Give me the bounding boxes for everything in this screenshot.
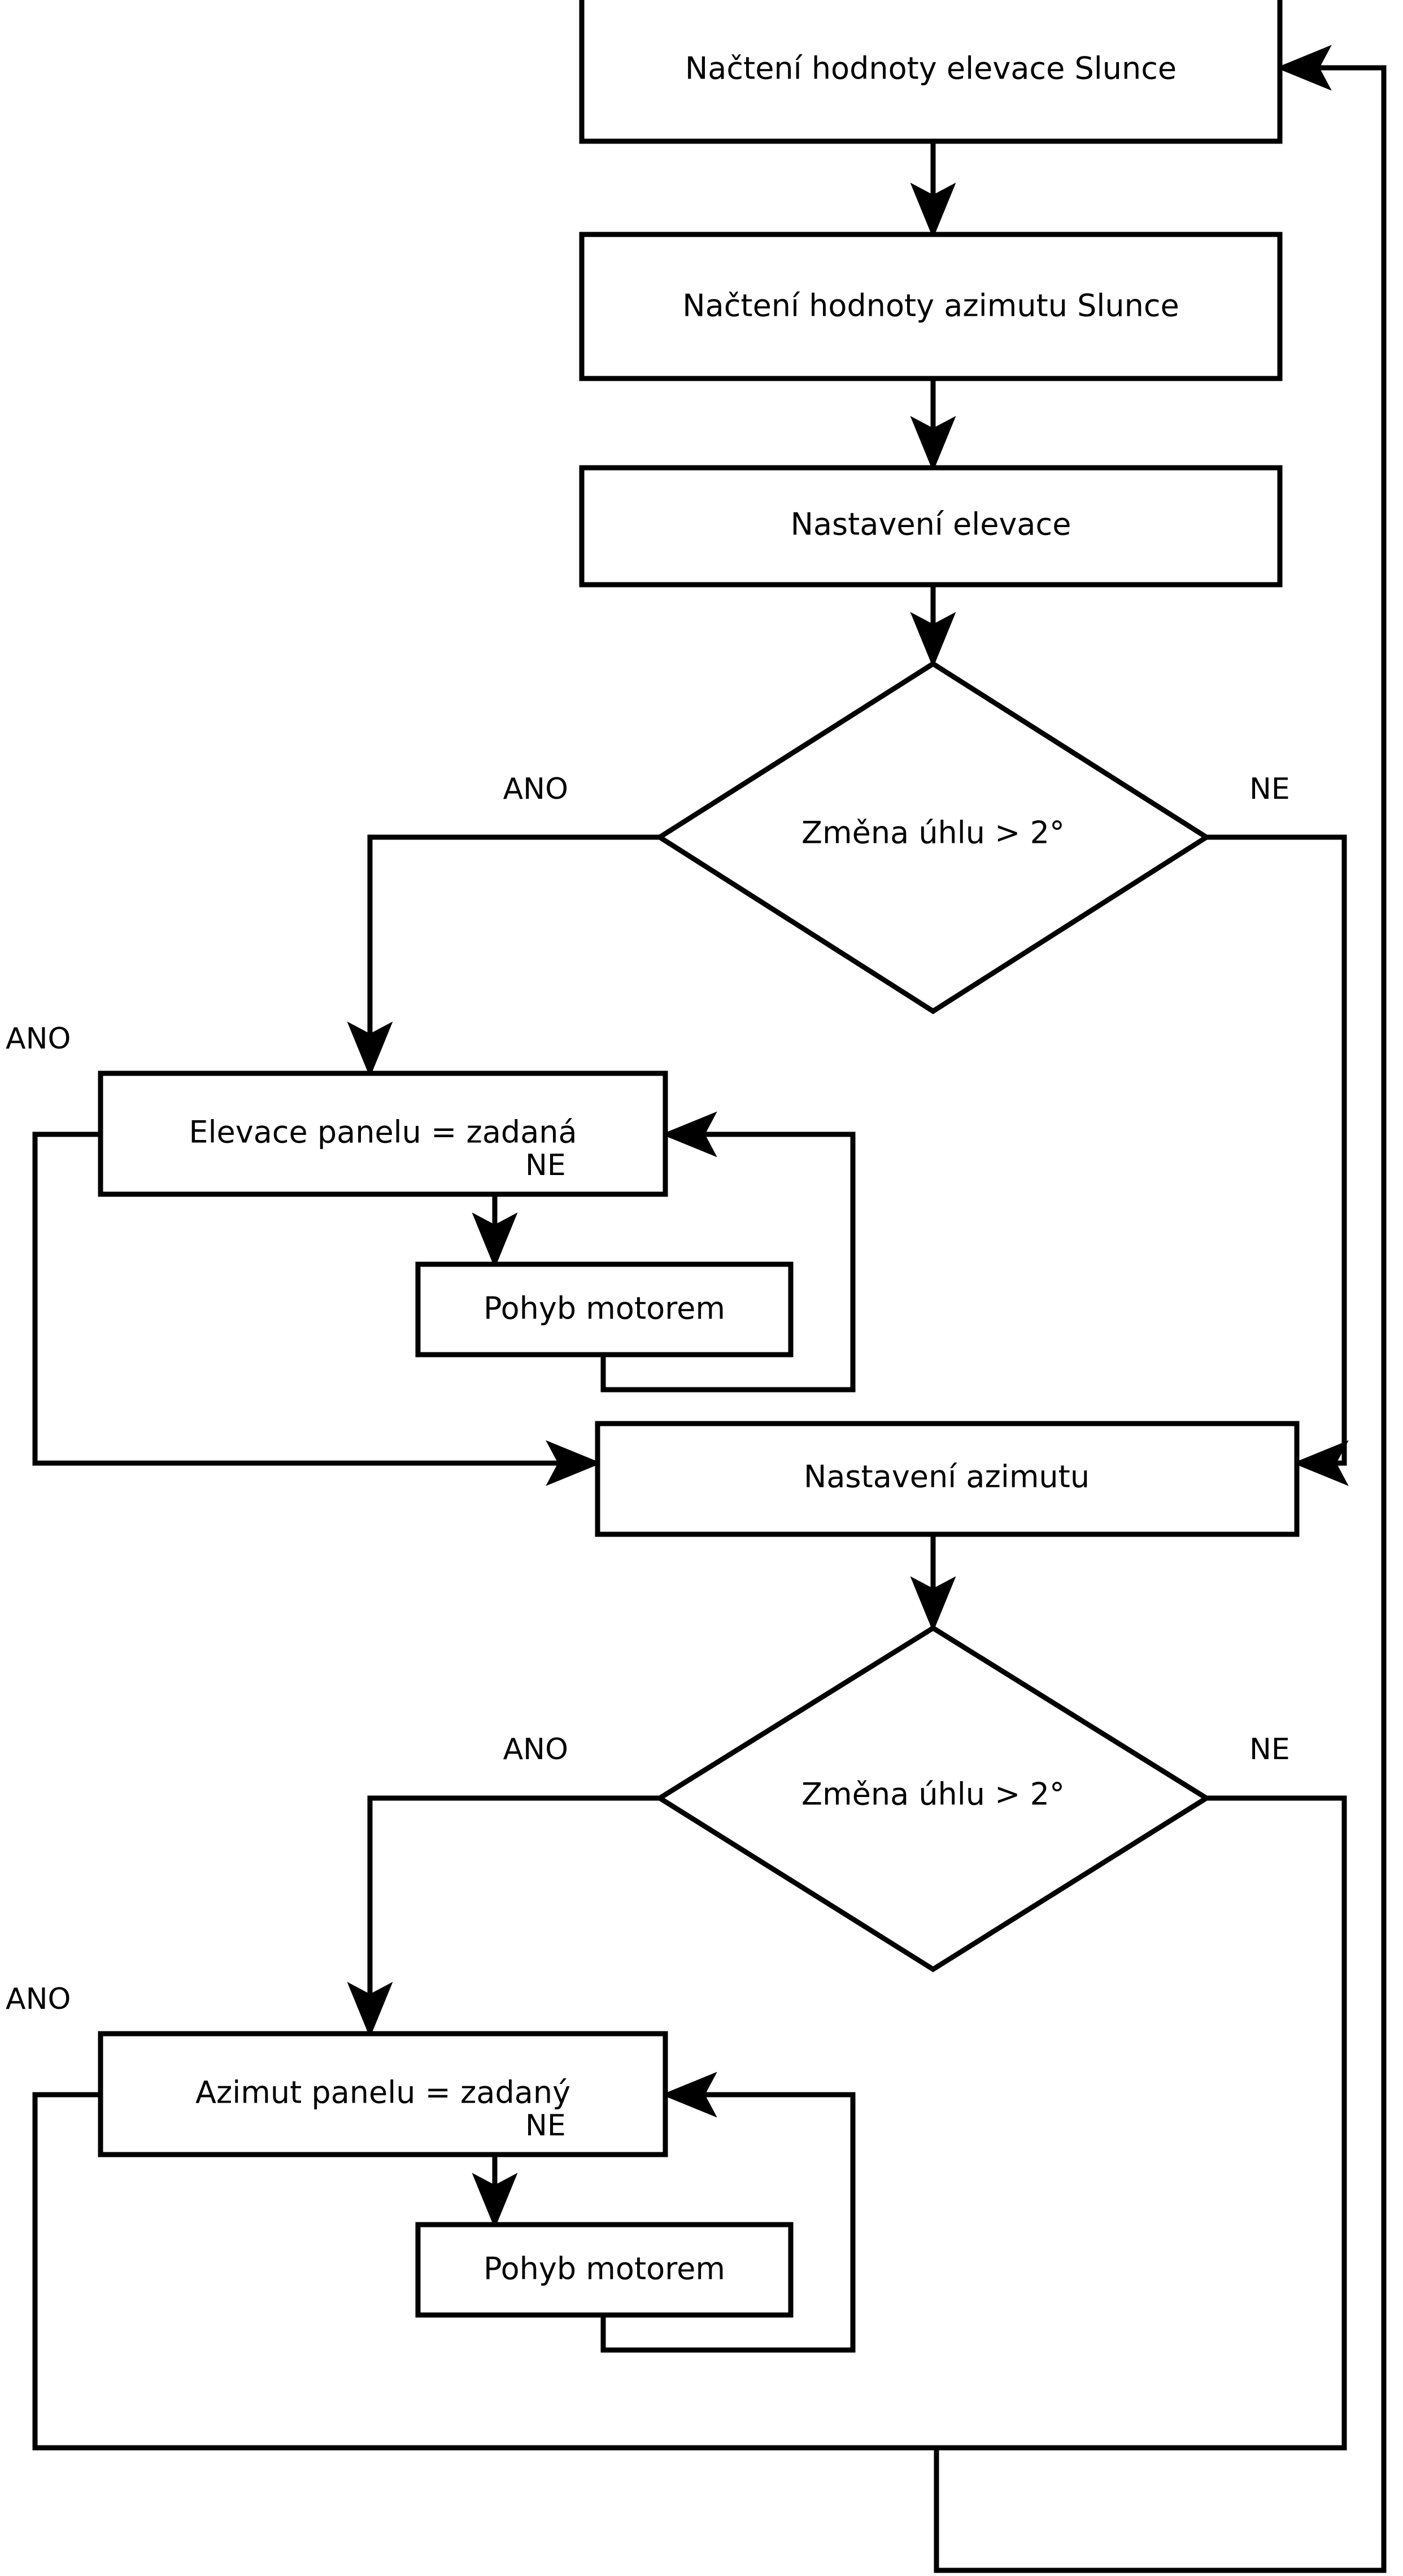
edge-label-panel-elev-yes: ANO	[6, 1022, 71, 1056]
node-motor-azim[interactable]	[415, 2222, 794, 2318]
edge-label-panel-azim-yes: ANO	[6, 1982, 71, 2016]
node-set-elev[interactable]	[579, 465, 1283, 588]
edge-dec-elev-no-to-set-azim	[1206, 834, 1349, 1486]
edge-panel-elev-yes-to-set-azim	[32, 1132, 602, 1486]
edge-label-panel-elev-no: NE	[525, 1148, 566, 1182]
node-read-elev[interactable]	[579, 0, 1283, 144]
node-set-elev-label: Nastavení elevace	[791, 507, 1071, 542]
node-motor-elev-label: Pohyb motorem	[483, 1291, 725, 1326]
node-read-azim[interactable]	[579, 232, 1283, 381]
node-panel-azim[interactable]	[98, 2031, 668, 2157]
node-dec-azim-label: Změna úhlu > 2°	[801, 1777, 1065, 1812]
edge-label-dec-elev-yes: ANO	[503, 772, 568, 806]
edge-label-dec-azim-yes: ANO	[503, 1733, 568, 1766]
edge-dec-azim-no-to-read-elev	[934, 45, 1387, 2573]
node-dec-elev-label: Změna úhlu > 2°	[801, 815, 1065, 851]
node-motor-azim-label: Pohyb motorem	[483, 2251, 725, 2287]
node-read-elev-label: Načtení hodnoty elevace Slunce	[685, 51, 1177, 86]
edge-motor-azim-loopback	[600, 2072, 856, 2353]
node-panel-elev-label: Elevace panelu = zadaná	[189, 1115, 577, 1150]
edge-label-dec-elev-no: NE	[1249, 772, 1290, 806]
edge-dec-azim-yes-to-panel-azim	[347, 1795, 660, 2038]
edge-label-panel-azim-no: NE	[525, 2109, 566, 2143]
node-panel-azim-label: Azimut panelu = zadaný	[195, 2075, 570, 2111]
node-panel-elev[interactable]	[98, 1071, 668, 1197]
edge-dec-elev-yes-to-panel-elev	[347, 834, 660, 1078]
edge-label-dec-azim-no: NE	[1249, 1733, 1290, 1766]
node-dec-azim[interactable]	[655, 1625, 1212, 1973]
edge-motor-elev-loopback	[600, 1111, 856, 1393]
node-set-azim-label: Nastavení azimutu	[804, 1459, 1090, 1495]
node-set-azim[interactable]	[595, 1421, 1300, 1537]
node-motor-elev[interactable]	[415, 1261, 794, 1357]
node-read-azim-label: Načtení hodnoty azimutu Slunce	[682, 288, 1179, 324]
node-dec-elev[interactable]	[655, 660, 1212, 1015]
edge-panel-azim-yes-to-bottom-rail	[32, 2092, 936, 2451]
